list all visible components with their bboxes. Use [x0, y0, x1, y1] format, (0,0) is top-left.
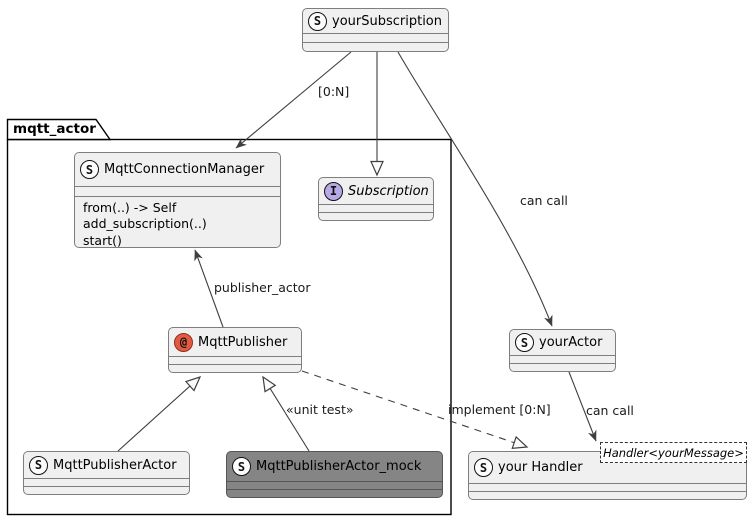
- fields-compartment: [227, 481, 442, 489]
- fields-compartment: [24, 478, 189, 486]
- struct-spot-icon: S: [232, 457, 251, 476]
- struct-spot-icon: S: [308, 11, 327, 31]
- methods-compartment: [303, 42, 448, 51]
- method-item: add_subscription(..): [83, 216, 207, 232]
- struct-spot-icon: S: [474, 458, 493, 477]
- class-mqtt-publisher[interactable]: @ MqttPublisher: [168, 327, 302, 373]
- fields-compartment: [75, 186, 280, 196]
- methods-compartment: [469, 491, 746, 499]
- class-name: yourSubscription: [332, 13, 443, 29]
- edge-label-multiplicity: [0:N]: [318, 84, 350, 99]
- fields-compartment: [319, 204, 433, 212]
- interface-name: Subscription: [348, 183, 429, 199]
- methods-compartment: [510, 363, 615, 371]
- method-item: start(): [83, 232, 122, 248]
- class-name: yourActor: [539, 335, 603, 350]
- class-title: S your Handler: [469, 452, 746, 483]
- class-title: S yourActor: [510, 330, 615, 355]
- edge-label-publisher-actor: publisher_actor: [214, 280, 311, 295]
- struct-spot-icon: S: [515, 333, 534, 352]
- fields-compartment: [169, 356, 301, 364]
- class-mqtt-publisher-actor[interactable]: S MqttPublisherActor: [23, 451, 190, 495]
- methods-compartment: [24, 486, 189, 494]
- class-mqtt-connection-manager[interactable]: S MqttConnectionManager from(..) -> Self…: [74, 152, 281, 248]
- class-title: S MqttPublisherActor: [24, 452, 189, 478]
- class-your-actor[interactable]: S yourActor: [509, 329, 616, 372]
- edge-label-can-call-bottom: can call: [586, 403, 634, 418]
- class-name: MqttPublisherActor_mock: [256, 459, 422, 474]
- class-your-subscription[interactable]: S yourSubscription: [302, 8, 449, 52]
- class-title: I Subscription: [319, 178, 433, 204]
- class-name: MqttPublisher: [198, 334, 288, 350]
- methods-compartment: [227, 489, 442, 497]
- methods-compartment: from(..) -> Self add_subscription(..) st…: [75, 196, 280, 252]
- interface-spot-icon: I: [324, 181, 343, 201]
- generic-parameter-label: Handler<yourMessage>: [600, 442, 747, 463]
- class-mqtt-publisher-actor-mock[interactable]: S MqttPublisherActor_mock: [226, 451, 443, 498]
- struct-spot-icon: S: [29, 455, 48, 475]
- edge-label-can-call-top: can call: [520, 193, 568, 208]
- annotation-spot-icon: @: [174, 332, 193, 352]
- edge-subscription-to-manager: [235, 51, 352, 149]
- fields-compartment: [510, 355, 615, 363]
- class-title: S MqttConnectionManager: [75, 153, 280, 186]
- edge-pubactor-extends-publisher: [117, 376, 202, 452]
- fields-compartment: [303, 33, 448, 42]
- struct-spot-icon: S: [80, 160, 99, 179]
- class-title: @ MqttPublisher: [169, 328, 301, 356]
- class-title: S MqttPublisherActor_mock: [227, 452, 442, 481]
- class-name: MqttConnectionManager: [104, 162, 265, 177]
- package-name: mqtt_actor: [13, 121, 96, 137]
- edge-label-unit-test: «unit test»: [286, 402, 354, 417]
- class-title: S yourSubscription: [303, 9, 448, 33]
- class-name: your Handler: [498, 460, 583, 475]
- method-item: from(..) -> Self: [83, 200, 177, 215]
- methods-compartment: [319, 212, 433, 220]
- methods-compartment: [169, 364, 301, 372]
- interface-subscription[interactable]: I Subscription: [318, 177, 434, 221]
- edge-label-implement: implement [0:N]: [448, 402, 551, 417]
- class-name: MqttPublisherActor: [53, 457, 177, 473]
- fields-compartment: [469, 483, 746, 491]
